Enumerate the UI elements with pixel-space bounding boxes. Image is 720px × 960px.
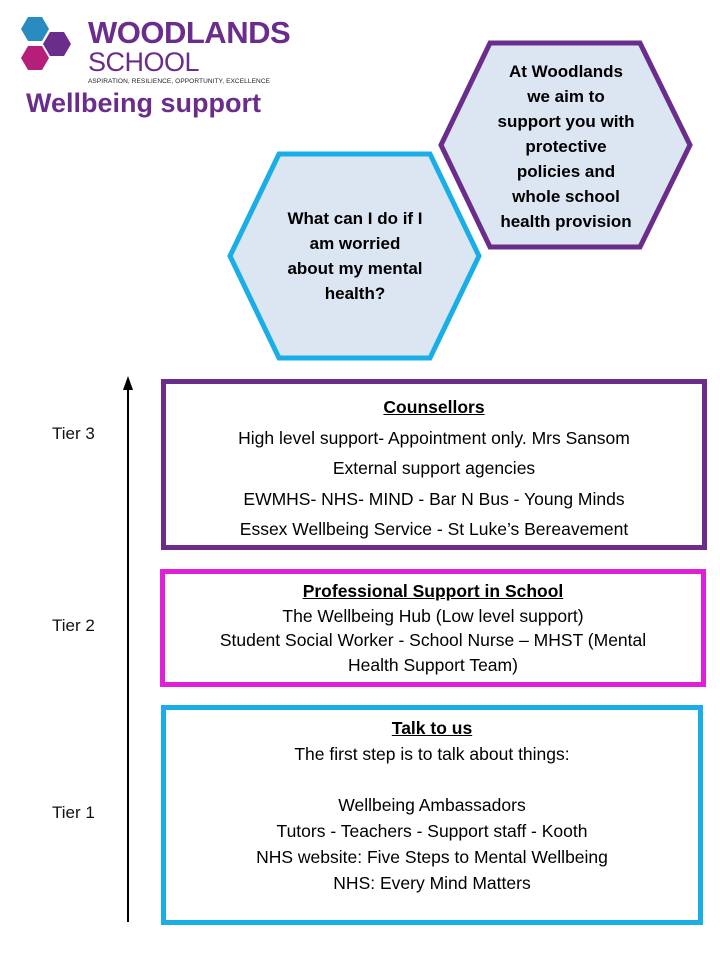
worried-line: am worried xyxy=(309,234,401,253)
talk-line-blank xyxy=(166,768,698,794)
aim-line: whole school xyxy=(512,186,620,206)
aim-hexagon-text: At Woodlands we aim to support you with … xyxy=(468,46,664,246)
worried-hexagon: What can I do if I am worried about my m… xyxy=(227,151,483,361)
logo-name-line2: SCHOOL xyxy=(88,47,200,77)
talk-line: The first step is to talk about things: xyxy=(294,743,570,764)
counsellors-box: Counsellors High level support- Appointm… xyxy=(161,379,707,550)
talk-to-us-box: Talk to us The first step is to talk abo… xyxy=(161,705,703,925)
counsellors-line: Essex Wellbeing Service - St Luke’s Bere… xyxy=(239,519,629,539)
aim-line: health provision xyxy=(500,211,632,231)
school-logo: WOODLANDS SCHOOL ASPIRATION, RESILIENCE,… xyxy=(20,14,291,85)
professional-line: Health Support Team) xyxy=(348,654,518,675)
aim-line: policies and xyxy=(516,161,616,181)
worried-hexagon-shape xyxy=(227,151,482,361)
aim-line: At Woodlands xyxy=(509,61,623,81)
page-title: Wellbeing support xyxy=(26,88,261,118)
professional-heading: Professional Support in School xyxy=(302,581,564,601)
tier3-label: Tier 3 xyxy=(52,424,95,443)
professional-line: The Wellbeing Hub (Low level support) xyxy=(282,605,584,626)
tier1-label: Tier 1 xyxy=(52,803,95,822)
talk-line: NHS website: Five Steps to Mental Wellbe… xyxy=(256,846,608,867)
counsellors-line: External support agencies xyxy=(332,458,536,478)
aim-line: protective xyxy=(525,136,607,156)
aim-line: support you with xyxy=(497,111,635,131)
talk-line: NHS: Every Mind Matters xyxy=(333,872,531,893)
talk-heading: Talk to us xyxy=(391,718,473,738)
worried-line: What can I do if I xyxy=(287,209,423,228)
worried-line: health? xyxy=(324,284,386,303)
counsellors-line: High level support- Appointment only. Mr… xyxy=(238,427,630,448)
aim-line: we aim to xyxy=(527,86,605,106)
talk-line: Wellbeing Ambassadors xyxy=(338,795,526,816)
aim-hexagon-shape xyxy=(438,40,693,250)
logo-tagline: ASPIRATION, RESILIENCE, OPPORTUNITY, EXC… xyxy=(88,78,271,85)
worried-hexagon-text: What can I do if I am worried about my m… xyxy=(257,156,453,356)
counsellors-line: EWMHS- NHS- MIND - Bar N Bus - Young Min… xyxy=(243,488,625,509)
logo-name-line1: WOODLANDS xyxy=(88,15,291,50)
professional-support-box: Professional Support in School The Wellb… xyxy=(160,569,706,687)
logo-hexagons-icon xyxy=(21,17,71,70)
counsellors-heading: Counsellors xyxy=(383,397,485,417)
talk-line: Tutors - Teachers - Support staff - Koot… xyxy=(276,821,588,842)
professional-line: Student Social Worker - School Nurse – M… xyxy=(219,630,647,650)
worried-line: about my mental xyxy=(287,259,423,278)
tier2-label: Tier 2 xyxy=(52,616,95,635)
aim-hexagon: At Woodlands we aim to support you with … xyxy=(438,40,694,250)
arrow-up-icon xyxy=(123,376,133,922)
